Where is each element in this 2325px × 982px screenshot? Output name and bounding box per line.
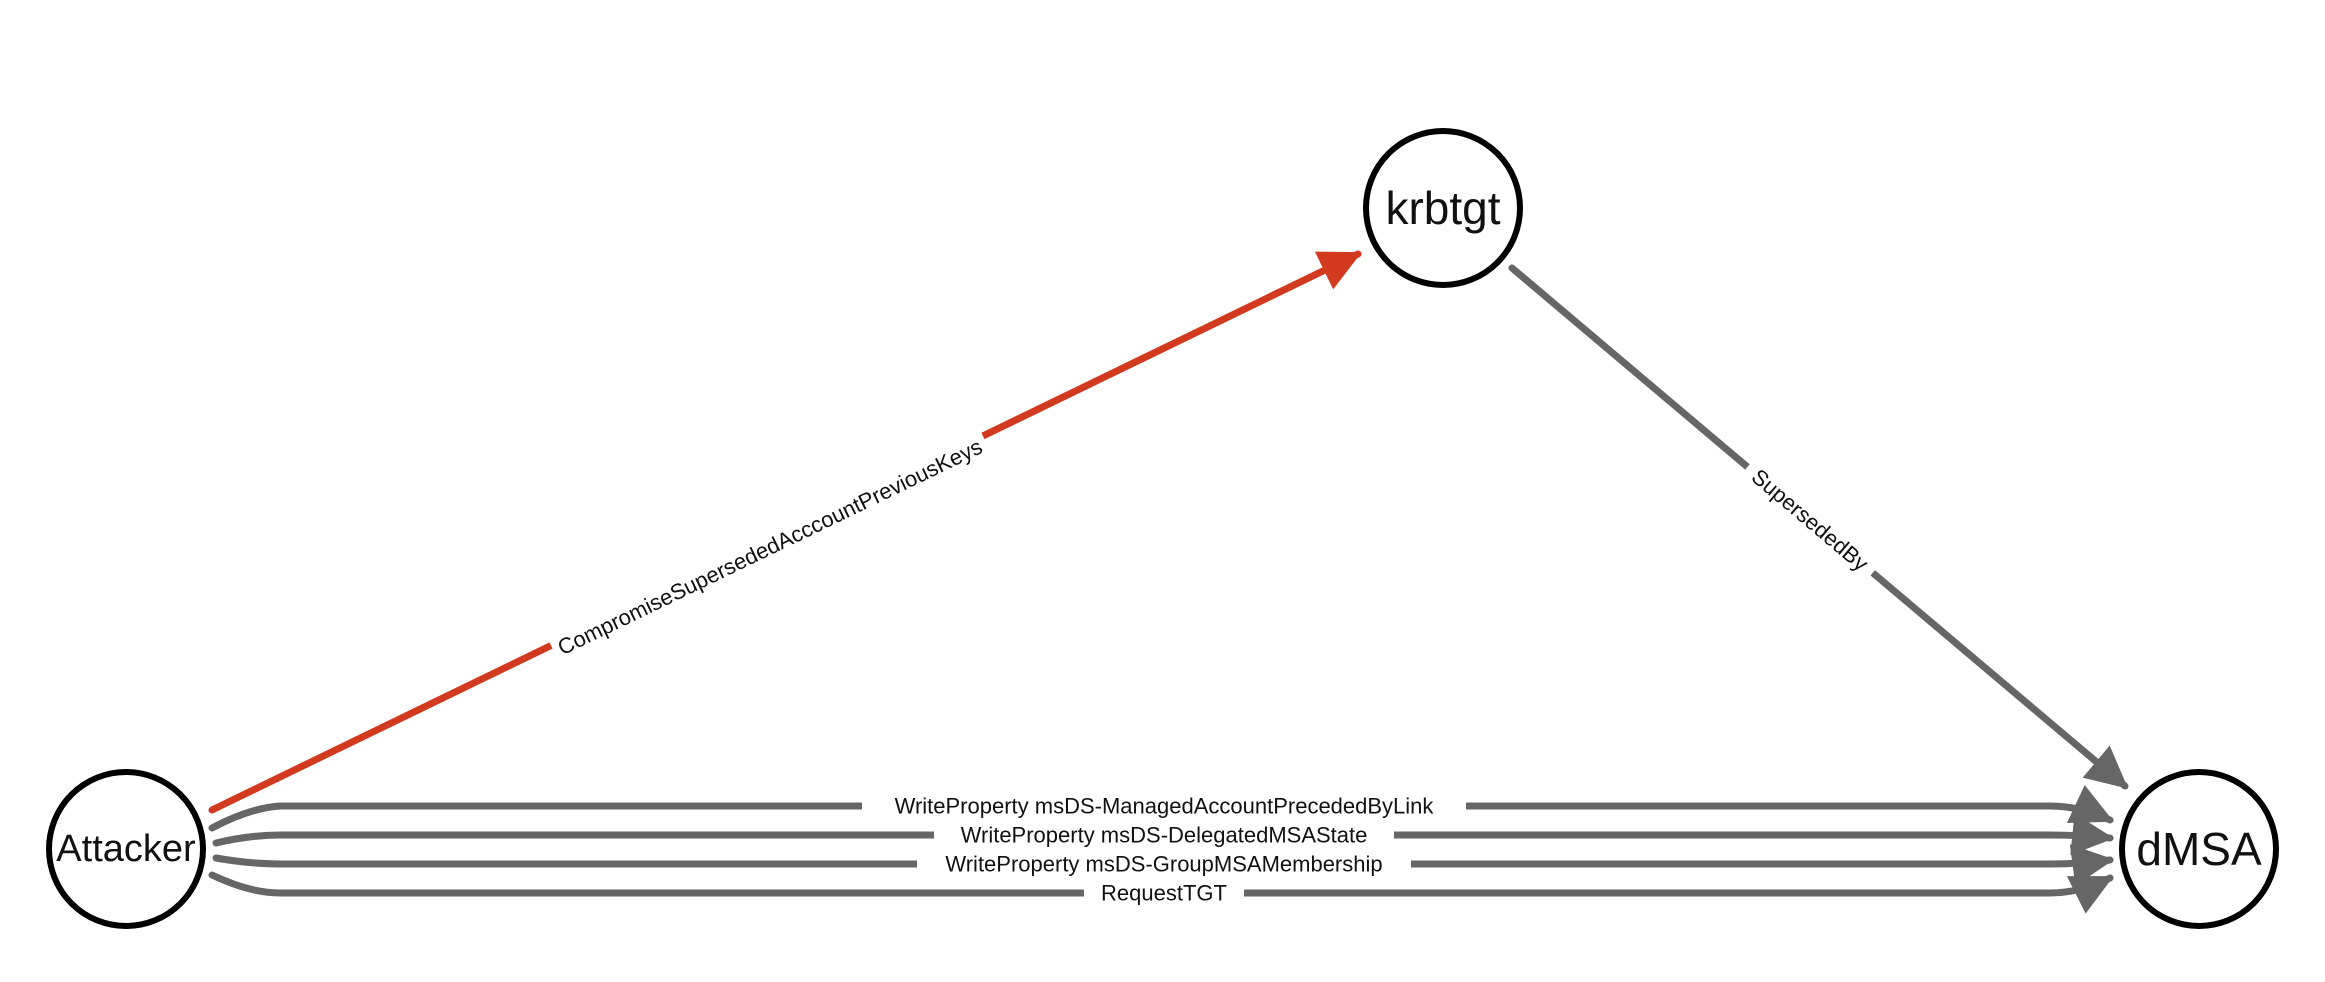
edge-write-group-msa-membership-line [212, 844, 2115, 886]
node-attacker-label: Attacker [56, 828, 196, 870]
node-dmsa[interactable]: dMSA [2119, 769, 2279, 929]
edge-request-tgt-label: RequestTGT [1101, 881, 1227, 906]
edge-write-preceded-by-link[interactable]: WriteProperty msDS-ManagedAccountPrecede… [208, 784, 2114, 832]
edge-compromise-label: CompromiseSupersededAcccountPreviousKeys [554, 434, 987, 660]
node-krbtgt-label: krbtgt [1385, 182, 1500, 234]
edge-compromise[interactable]: CompromiseSupersededAcccountPreviousKeys [208, 250, 1362, 814]
node-dmsa-label: dMSA [2136, 823, 2262, 875]
edge-write-delegated-msa-state-label: WriteProperty msDS-DelegatedMSAState [961, 823, 1368, 848]
node-attacker[interactable]: Attacker [46, 769, 206, 929]
edge-write-group-msa-membership-label: WriteProperty msDS-GroupMSAMembership [945, 852, 1382, 877]
edge-write-preceded-by-link-label: WriteProperty msDS-ManagedAccountPrecede… [895, 794, 1435, 819]
edge-write-delegated-msa-state[interactable]: WriteProperty msDS-DelegatedMSAState [212, 813, 2115, 856]
edge-superseded-by-label: SupersededBy [1747, 464, 1873, 576]
edge-superseded-by[interactable]: SupersededBy [1508, 264, 2129, 790]
edge-request-tgt-line [208, 871, 2114, 914]
edge-write-delegated-msa-state-line [212, 813, 2115, 856]
node-krbtgt[interactable]: krbtgt [1363, 128, 1523, 288]
edge-write-preceded-by-link-line [208, 784, 2114, 832]
edge-write-group-msa-membership[interactable]: WriteProperty msDS-GroupMSAMembership [212, 844, 2115, 886]
edge-request-tgt[interactable]: RequestTGT [208, 871, 2114, 914]
